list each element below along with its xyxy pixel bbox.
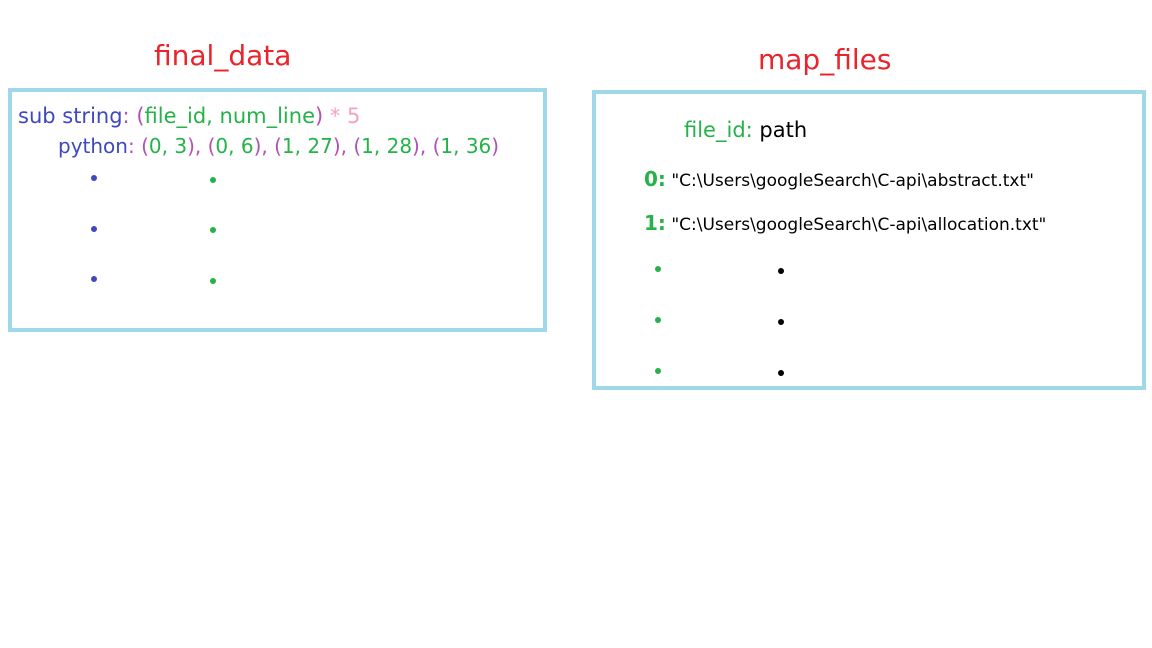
map-entry-path: "C:\Users\googleSearch\C-api\allocation.… <box>671 215 1047 235</box>
header-key: sub string <box>18 104 123 128</box>
pair-item: (0, 3) <box>141 134 195 158</box>
header-colon: : <box>122 104 130 128</box>
pair-value: 1, 28 <box>361 134 413 158</box>
ellipsis-dot-path <box>778 370 784 376</box>
pair-item: (1, 36) <box>433 134 500 158</box>
pair-close: ) <box>491 134 500 158</box>
pair-separator: , <box>340 134 354 158</box>
final-data-header-line: sub string: (file_id, num_line) * 5 <box>18 106 360 127</box>
pair-open: ( <box>353 134 362 158</box>
pair-open: ( <box>432 134 441 158</box>
ellipsis-dot-key <box>91 226 97 232</box>
header-fields: file_id, num_line <box>144 104 315 128</box>
ellipsis-dot-value <box>210 177 216 183</box>
map-header-key: file_id <box>684 118 746 142</box>
map-entry-path: "C:\Users\googleSearch\C-api\abstract.tx… <box>671 171 1034 191</box>
pair-close: ) <box>332 134 341 158</box>
row-colon: : <box>127 134 135 158</box>
map-header-colon: : <box>745 118 753 142</box>
pair-value: 0, 3 <box>148 134 188 158</box>
map-entry: 1: "C:\Users\googleSearch\C-api\allocati… <box>644 213 1046 234</box>
pair-item: (1, 27) <box>274 134 341 158</box>
map-files-header-line: file_id: path <box>684 120 807 141</box>
pair-close: ) <box>412 134 420 158</box>
header-open-paren: ( <box>136 104 145 128</box>
pair-item: (0, 6) <box>208 134 262 158</box>
final-data-python-line: python: (0, 3), (0, 6), (1, 27), (1, 28)… <box>58 136 499 156</box>
pair-separator: , <box>419 134 433 158</box>
pair-separator: , <box>194 134 208 158</box>
ellipsis-dot-path <box>778 268 784 274</box>
pair-separator: , <box>261 134 275 158</box>
ellipsis-dot-id <box>655 266 661 272</box>
row-key: python <box>58 134 128 158</box>
pair-value: 1, 36 <box>440 134 492 158</box>
pair-open: ( <box>274 134 282 158</box>
header-close-paren: ) <box>315 104 324 128</box>
map-entry: 0: "C:\Users\googleSearch\C-api\abstract… <box>644 169 1034 190</box>
map-files-title: map_files <box>758 43 892 76</box>
pair-value: 0, 6 <box>215 134 254 158</box>
pair-close: ) <box>253 134 262 158</box>
ellipsis-dot-path <box>778 319 784 325</box>
final-data-box: sub string: (file_id, num_line) * 5 pyth… <box>8 88 547 332</box>
map-files-box: file_id: path 0: "C:\Users\googleSearch\… <box>592 90 1146 390</box>
map-entry-id: 0: <box>644 167 666 191</box>
final-data-title: final_data <box>154 39 292 72</box>
ellipsis-dot-key <box>91 276 97 282</box>
pair-open: ( <box>141 134 149 158</box>
ellipsis-dot-value <box>210 227 216 233</box>
ellipsis-dot-id <box>655 317 661 323</box>
pair-value: 1, 27 <box>281 134 333 158</box>
map-entry-id: 1: <box>644 211 666 235</box>
map-header-value: path <box>759 118 808 142</box>
ellipsis-dot-value <box>210 278 216 284</box>
ellipsis-dot-key <box>91 175 97 181</box>
ellipsis-dot-id <box>655 368 661 374</box>
pair-close: ) <box>187 134 195 158</box>
pair-open: ( <box>207 134 216 158</box>
pair-item: (1, 28) <box>353 134 420 158</box>
header-multiplier: * 5 <box>323 104 361 128</box>
